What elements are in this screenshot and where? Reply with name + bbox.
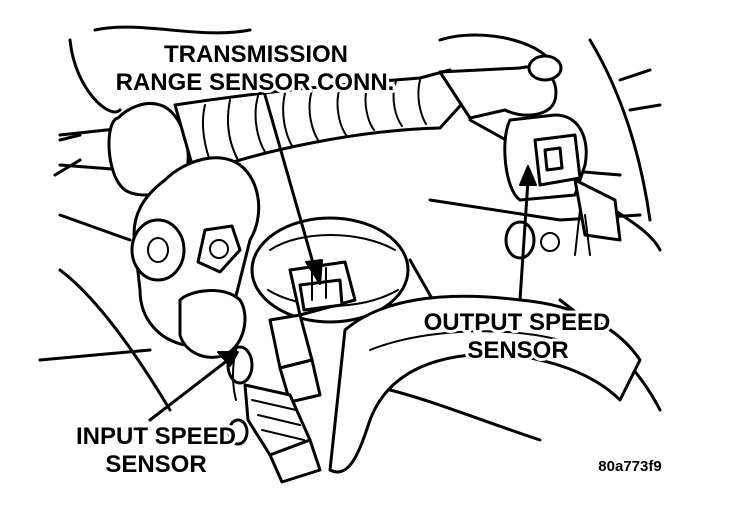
trs-label-line1: TRANSMISSION [164,41,348,68]
trs-label-line1-halo: TRANSMISSION [164,41,348,68]
output-label-line2-halo: SENSOR [467,337,568,364]
output-label-line1-halo: OUTPUT SPEED [424,309,611,336]
trs-label-line2-halo: RANGE SENSOR CONN. [116,69,395,96]
output-label-line2: SENSOR [467,337,568,364]
figure-code: 80a773f9 [598,458,661,475]
trs-arrowhead [305,259,323,285]
output-label-line1: OUTPUT SPEED [424,309,611,336]
input-label-line2: SENSOR [105,451,206,478]
input-arrowhead [217,351,239,367]
input-label-line2-halo: SENSOR [105,451,206,478]
range-sensor-connector [268,260,357,404]
labels: TRANSMISSION TRANSMISSION RANGE SENSOR C… [73,38,662,481]
output-speed-sensor [503,113,622,260]
input-label-line1: INPUT SPEED [76,423,236,450]
input-label-line1-halo: INPUT SPEED [76,423,236,450]
output-arrowhead [519,165,537,186]
trs-arrow [263,93,317,272]
shift-cable-boot [58,54,563,197]
output-arrow [518,178,530,302]
trs-label-line2: RANGE SENSOR CONN. [116,69,395,96]
callout-arrows [148,93,537,422]
shift-lever-bracket [130,156,261,359]
input-arrow [148,358,230,422]
